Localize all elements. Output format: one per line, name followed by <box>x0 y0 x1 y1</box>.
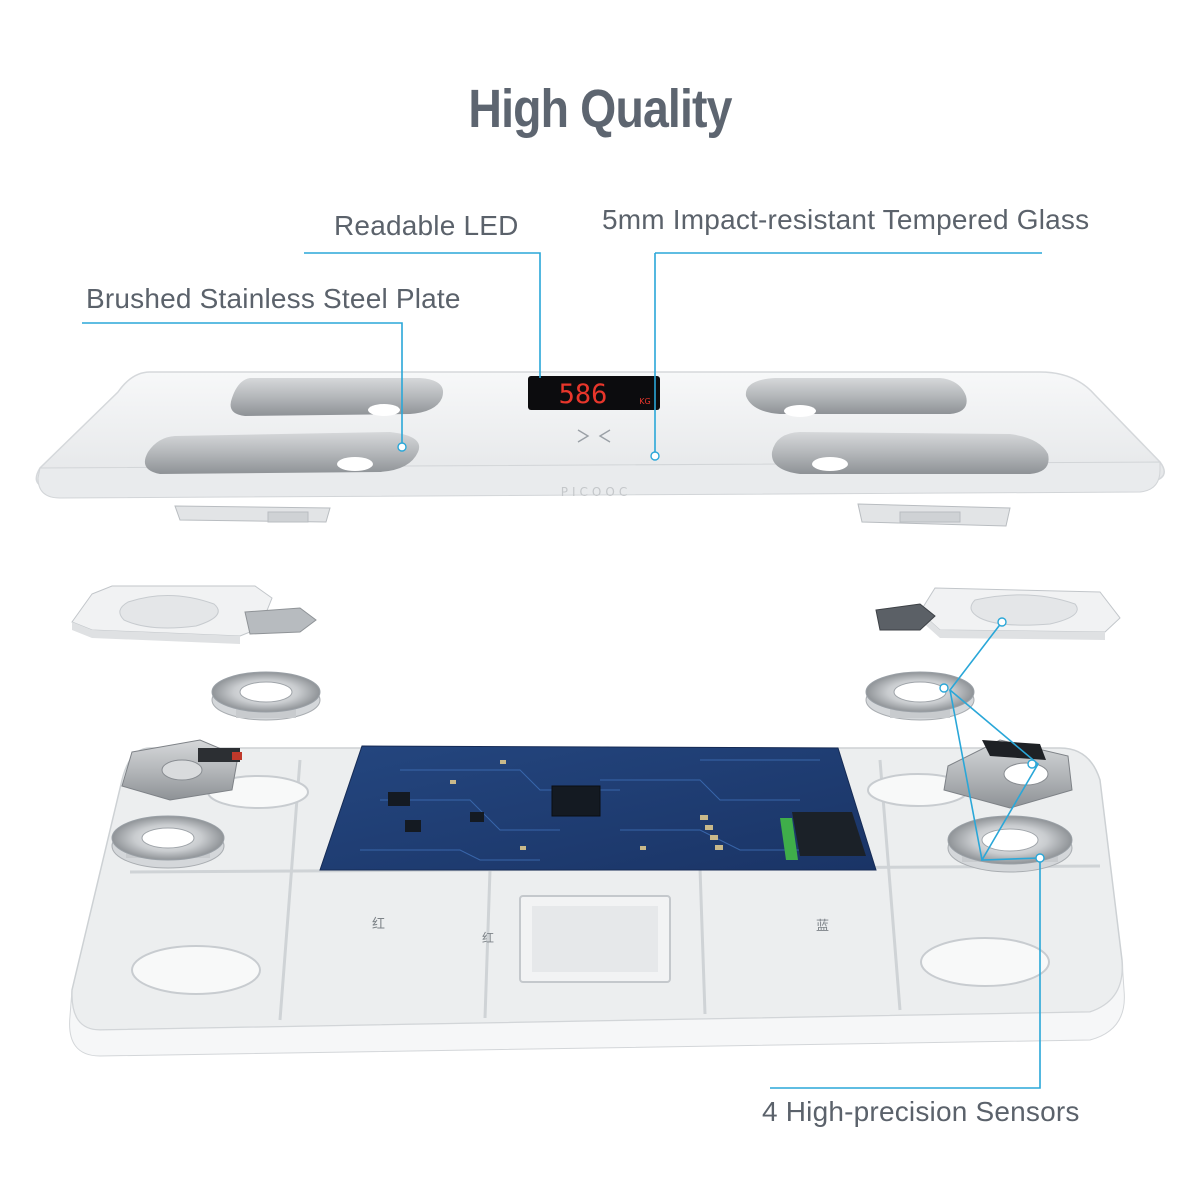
brand-text: PICOOC <box>561 485 631 499</box>
steel-electrode-top-left <box>230 378 444 416</box>
base-mark-right: 蓝 <box>816 919 829 934</box>
bracket-right <box>857 503 1011 527</box>
base-mark-center: 红 <box>482 930 494 945</box>
led-reading: 586 <box>559 379 608 410</box>
bracket-left <box>174 505 331 523</box>
leader-endpoints <box>397 442 1045 863</box>
load-cell-plate-left <box>121 739 242 801</box>
sensor-disc-right-lower <box>947 815 1073 873</box>
base-mark-left: 红 <box>372 916 385 932</box>
page-title: High Quality <box>468 79 732 139</box>
leader-lines <box>82 252 1042 1089</box>
load-cell-bracket-left <box>71 585 317 644</box>
callout-readable-led: Readable LED <box>334 210 519 241</box>
sensor-disc-left-upper <box>211 671 321 721</box>
center-mark-icon <box>577 429 611 443</box>
steel-electrode-top-right <box>745 378 967 417</box>
callout-sensors: 4 High-precision Sensors <box>762 1096 1080 1127</box>
steel-electrode-bottom-left <box>144 432 420 474</box>
circuit-board <box>319 745 877 871</box>
sensor-disc-left-lower <box>111 815 225 869</box>
callout-tempered-glass: 5mm Impact-resistant Tempered Glass <box>602 204 1090 235</box>
callout-steel-plate: Brushed Stainless Steel Plate <box>86 283 461 314</box>
led-unit: KG <box>639 397 650 406</box>
led-display: 586 KG <box>528 376 660 410</box>
load-cell-plate-right <box>943 739 1073 809</box>
load-cell-bracket-right <box>875 587 1121 640</box>
steel-electrode-bottom-right <box>771 432 1049 474</box>
